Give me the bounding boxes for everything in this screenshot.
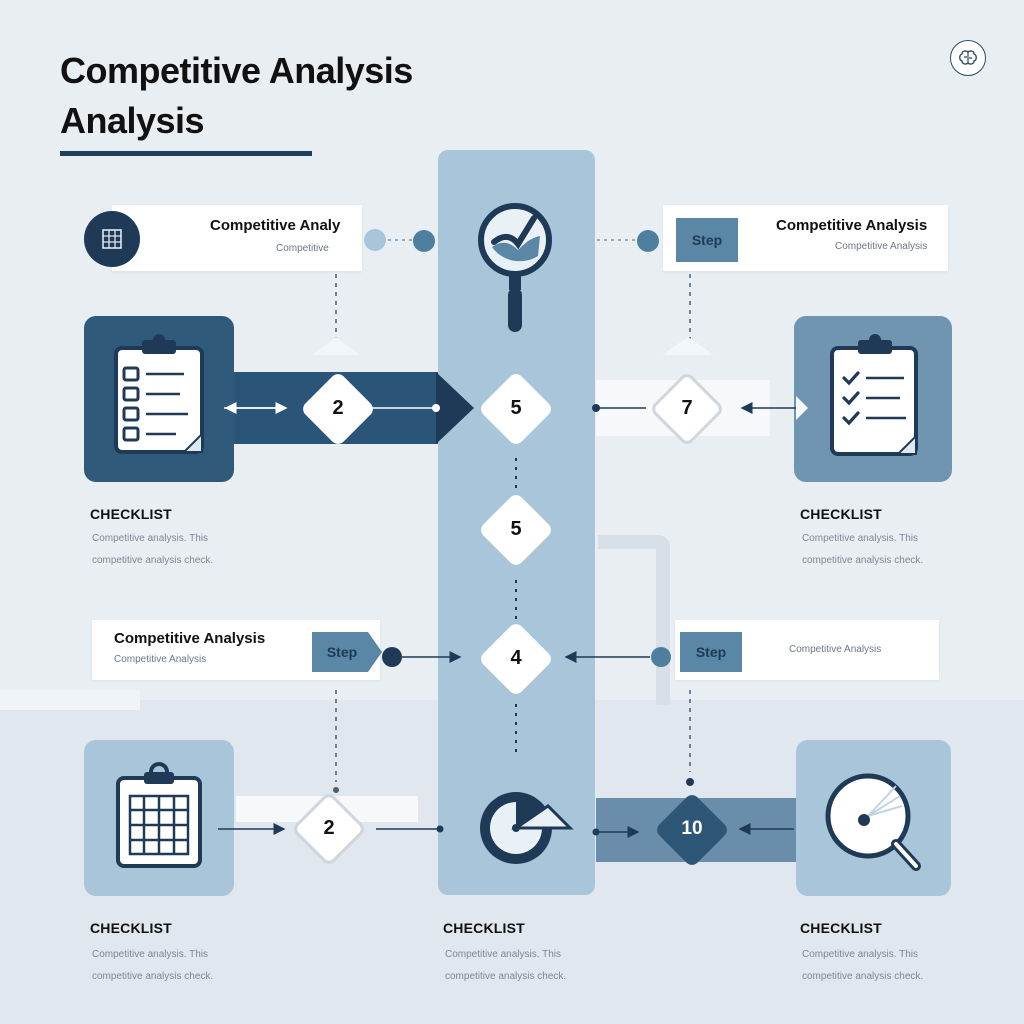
tile-checklist-right [794, 316, 952, 482]
magnifier-icon [474, 192, 560, 338]
card-title: Competitive Analysis [114, 630, 266, 647]
brain-icon [950, 40, 986, 76]
step-number: 2 [332, 397, 344, 419]
card-subtitle: Competitive Analysis [789, 644, 882, 655]
step-number: 7 [681, 397, 693, 419]
step-number: 4 [510, 647, 522, 669]
tile-checklist-left [84, 316, 234, 482]
step-number: 2 [323, 817, 335, 839]
connector-node [413, 230, 435, 252]
step-tag: Step [312, 632, 384, 672]
background-strip [0, 690, 140, 710]
connector-node [364, 229, 386, 251]
title-line-2: Analysis [60, 100, 205, 141]
step-number: 5 [510, 518, 522, 540]
block-label: CHECKLIST [443, 920, 525, 936]
block-label: CHECKLIST [800, 506, 882, 522]
block-label: CHECKLIST [800, 920, 882, 936]
card-subtitle: Competitive Analysis [114, 654, 207, 665]
tile-grid-left [84, 740, 234, 896]
card-title: Competitive Analy [210, 217, 341, 234]
grid-icon [84, 211, 140, 267]
tile-magnifier-right [796, 740, 951, 896]
card-title: Competitive Analysis [776, 217, 928, 234]
connector-node [637, 230, 659, 252]
card-mid-left: Competitive Analysis Competitive Analysi… [92, 620, 380, 680]
pie-chart-icon [474, 776, 574, 876]
card-subtitle: Competitive Analysis [835, 241, 928, 252]
title-line-1: Competitive Analysis [60, 50, 413, 91]
step-number: 10 [681, 818, 703, 839]
title-underline [60, 151, 312, 156]
connector-node [651, 647, 671, 667]
block-label: CHECKLIST [90, 920, 172, 936]
step-tag: Step [680, 632, 742, 672]
page-title: Competitive Analysis Analysis [60, 46, 620, 146]
card-top-left: Competitive Analy Competitive [112, 205, 362, 271]
step-tag: Step [676, 218, 738, 262]
block-label: CHECKLIST [90, 506, 172, 522]
step-number: 5 [510, 397, 522, 419]
connector-node [382, 647, 402, 667]
band-arrow-tip [436, 372, 476, 444]
card-subtitle: Competitive [276, 243, 329, 254]
